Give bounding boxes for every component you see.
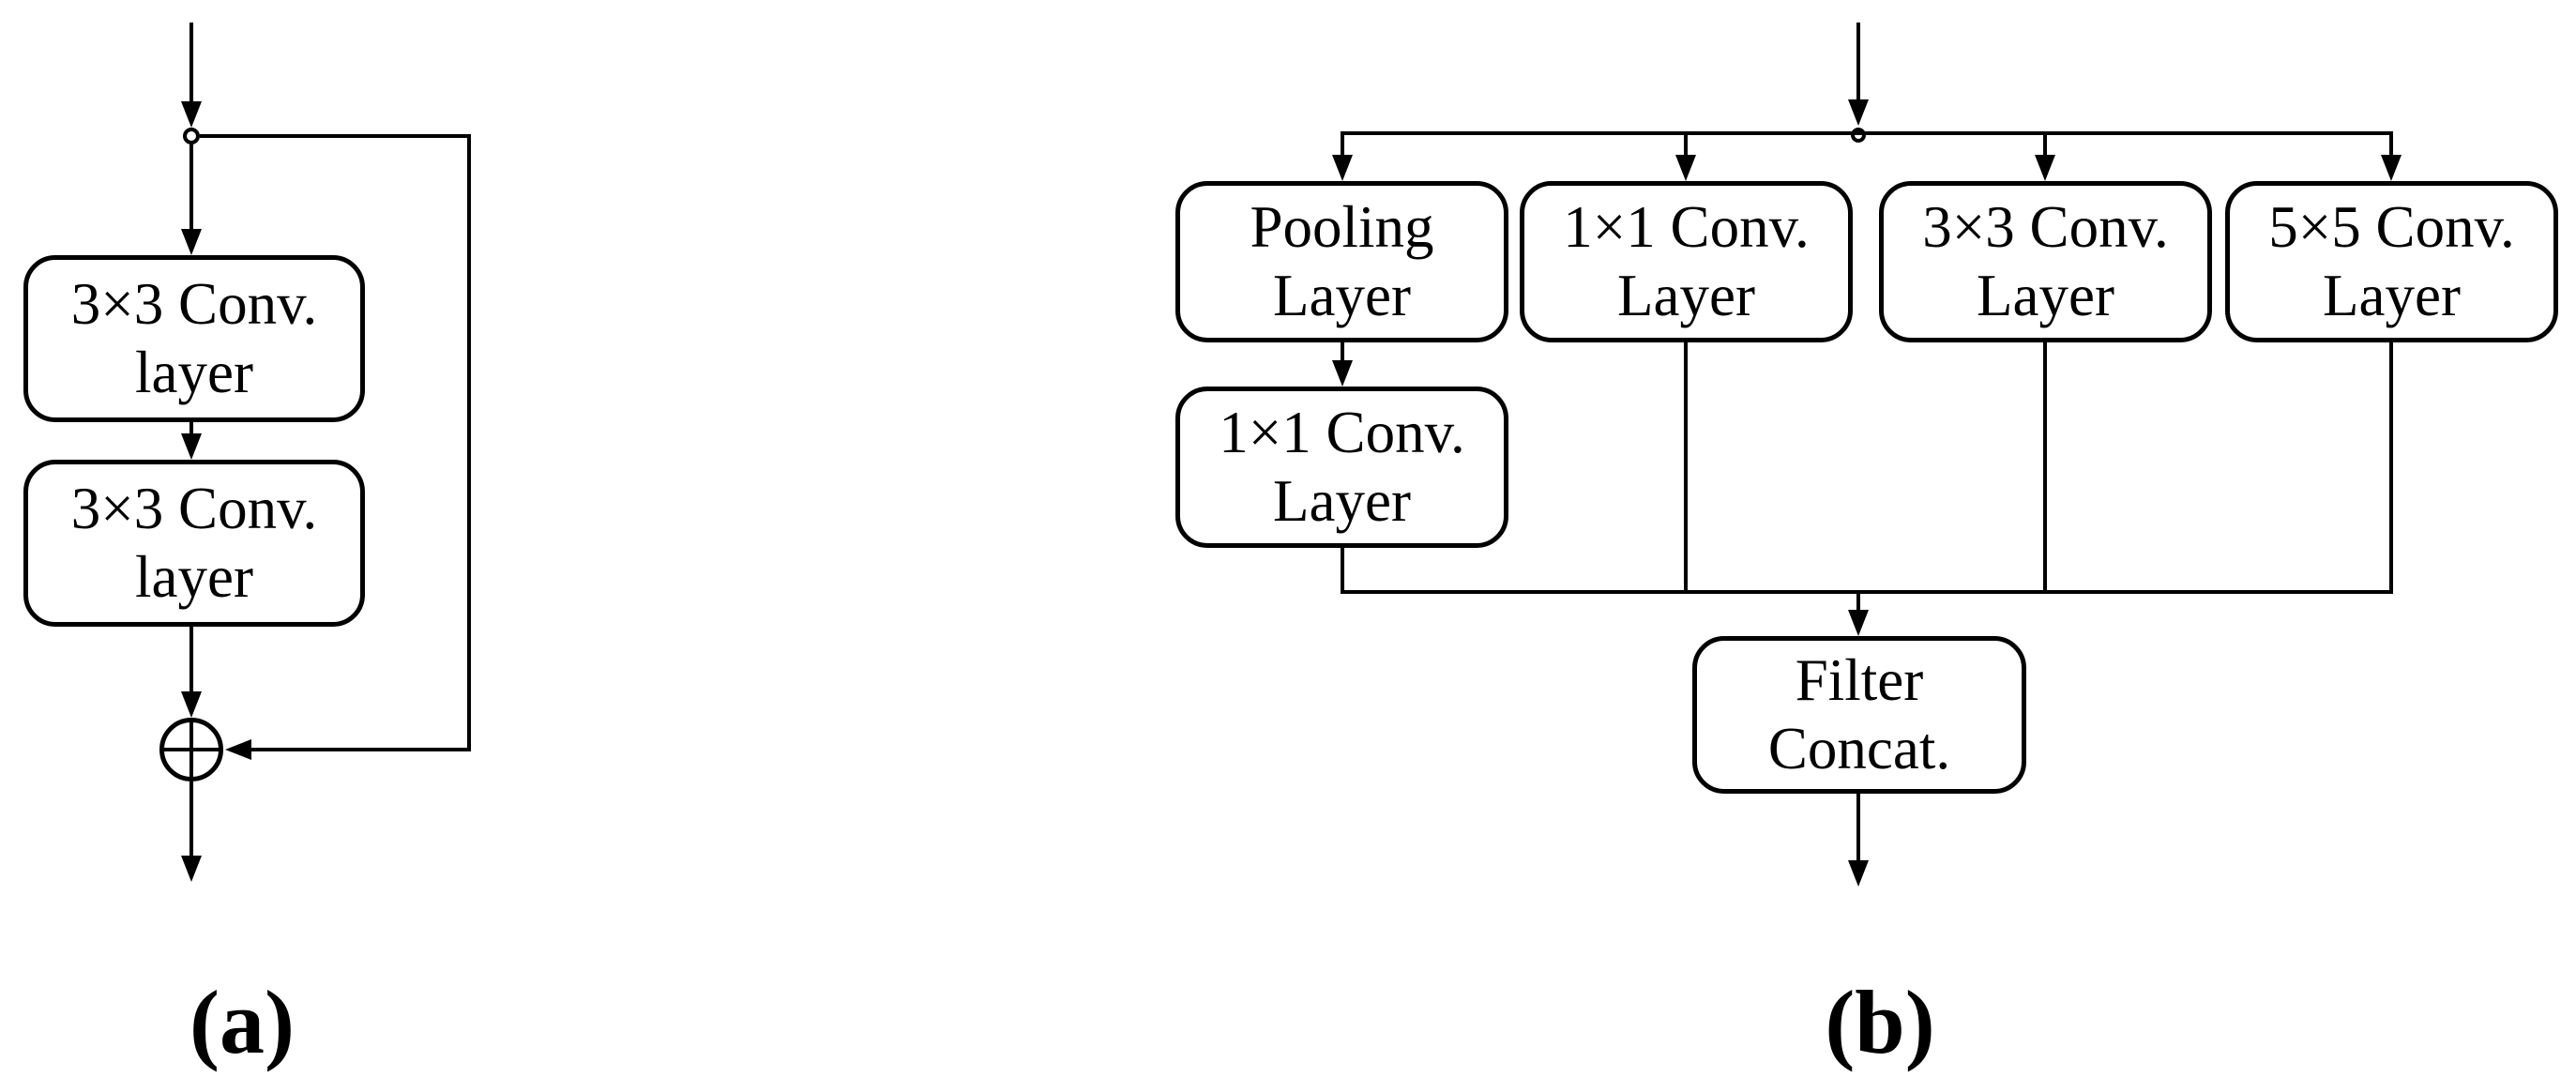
distribution-line	[1341, 131, 2393, 135]
pooling-box: Pooling Layer	[1175, 181, 1508, 342]
conv-box-2: 3×3 Conv. layer	[23, 460, 365, 627]
conv-box-1: 3×3 Conv. layer	[23, 255, 365, 422]
bus-to-concat-arrowhead-icon	[1848, 610, 1869, 636]
panel-a-input-line	[189, 23, 193, 101]
panel-a-label: (a)	[189, 972, 295, 1072]
conv1-to-conv2-line	[189, 422, 193, 433]
branch-to-conv1-arrowhead-icon	[181, 229, 202, 255]
conv5x5-to-bus-line	[2389, 342, 2393, 594]
filter-concat-box-line2: Concat.	[1767, 716, 1951, 781]
pooling-box-line2: Layer	[1273, 263, 1411, 328]
panel-b-output-line	[1856, 794, 1860, 860]
conv3x3-box-line2: Layer	[1977, 263, 2114, 328]
conv1x1-after-pool-box-line1: 1×1 Conv.	[1219, 400, 1465, 465]
conv-box-1-line1: 3×3 Conv.	[70, 271, 318, 337]
branch-to-conv5x5-line	[2389, 135, 2393, 155]
conv3x3-box-line1: 3×3 Conv.	[1922, 194, 2169, 260]
pooling-to-conv1x1-arrowhead-icon	[1332, 360, 1353, 387]
panel-b-input-line	[1856, 23, 1860, 99]
panel-b-output-arrowhead-icon	[1848, 860, 1869, 887]
skip-connection-vertical-line	[467, 134, 471, 751]
conv1x1-to-bus-line	[1684, 342, 1688, 594]
branch-to-conv3x3-arrowhead-icon	[2035, 155, 2055, 181]
branch-to-conv1-line	[189, 144, 193, 229]
filter-concat-box: Filter Concat.	[1692, 636, 2026, 794]
branch-to-conv3x3-line	[2043, 135, 2047, 155]
conv2-to-add-line	[189, 627, 193, 691]
panel-a-output-arrowhead-icon	[181, 856, 202, 882]
conv1x1-box-line2: Layer	[1617, 263, 1755, 328]
panel-a-output-line	[189, 781, 193, 856]
bus-to-concat-line	[1856, 594, 1860, 610]
conv5x5-box-line2: Layer	[2323, 263, 2461, 328]
add-node-plus-horizontal	[164, 748, 219, 751]
skip-connection-bottom-line	[251, 748, 471, 751]
panel-a-branch-dot-icon	[183, 128, 200, 144]
conv1x1-after-pool-box: 1×1 Conv. Layer	[1175, 387, 1508, 548]
branch-to-conv1x1-line	[1684, 135, 1688, 155]
add-node-icon	[159, 718, 223, 781]
merge-bus-line	[1341, 590, 2393, 594]
conv1x1-after-pool-box-line2: Layer	[1273, 468, 1411, 534]
filter-concat-box-line1: Filter	[1795, 647, 1924, 713]
panel-b-branch-dot-icon	[1851, 128, 1866, 143]
conv-box-1-line2: layer	[135, 340, 253, 405]
conv1x1-box-line1: 1×1 Conv.	[1563, 194, 1810, 260]
panel-b-label: (b)	[1825, 972, 1935, 1072]
conv5x5-box: 5×5 Conv. Layer	[2225, 181, 2558, 342]
conv1-to-conv2-arrowhead-icon	[181, 433, 202, 460]
conv-box-2-line2: layer	[135, 544, 253, 610]
pooling-to-conv1x1-line	[1341, 342, 1344, 360]
conv2-to-add-arrowhead-icon	[181, 691, 202, 718]
panel-b-input-arrowhead-icon	[1848, 99, 1869, 126]
conv5x5-box-line1: 5×5 Conv.	[2268, 194, 2515, 260]
conv3x3-to-bus-line	[2043, 342, 2047, 594]
pool-branch-to-bus-line	[1341, 548, 1344, 594]
conv3x3-box: 3×3 Conv. Layer	[1879, 181, 2212, 342]
branch-to-conv1x1-arrowhead-icon	[1675, 155, 1696, 181]
skip-connection-arrowhead-icon	[225, 739, 251, 760]
pooling-box-line1: Pooling	[1250, 194, 1434, 260]
branch-to-pooling-line	[1341, 135, 1344, 155]
conv1x1-box: 1×1 Conv. Layer	[1520, 181, 1853, 342]
branch-to-pooling-arrowhead-icon	[1332, 155, 1353, 181]
branch-to-conv5x5-arrowhead-icon	[2381, 155, 2402, 181]
conv-box-2-line1: 3×3 Conv.	[70, 476, 318, 541]
panel-a-input-arrowhead-icon	[181, 101, 202, 128]
skip-connection-top-line	[200, 134, 471, 138]
